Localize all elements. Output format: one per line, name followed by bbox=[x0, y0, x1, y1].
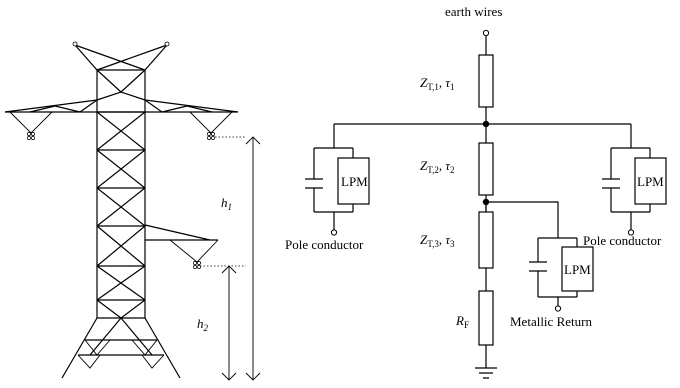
left-pole-conductor-label: Pole conductor bbox=[285, 237, 364, 252]
h2-arrow-bottom bbox=[221, 372, 237, 381]
left-lpm-box bbox=[337, 157, 370, 205]
middle-capacitor bbox=[529, 261, 547, 272]
tower-legs bbox=[96, 100, 146, 318]
insulator-lower bbox=[169, 239, 219, 263]
insulator-left bbox=[9, 111, 53, 134]
h1-arrow-bottom bbox=[245, 372, 261, 381]
tower-base-lattice bbox=[84, 339, 158, 356]
tower-peak bbox=[74, 44, 168, 71]
tower-top-side bbox=[96, 70, 146, 101]
zt3-label: ZT,3, τ3 bbox=[420, 232, 455, 249]
tower-base-legs bbox=[61, 317, 181, 379]
right-pole-conductor-label: Pole conductor bbox=[583, 233, 662, 248]
tower-x-6 bbox=[96, 299, 146, 319]
impedance-zt1 bbox=[478, 54, 494, 108]
left-branch-bottom bbox=[314, 211, 353, 230]
middle-branch-bottom bbox=[538, 296, 577, 306]
left-capacitor bbox=[305, 178, 323, 189]
equivalent-circuit: earth wires ZT,1, τ1 LPM Pole conductor … bbox=[285, 4, 667, 379]
tower-base-lattice-2 bbox=[77, 354, 165, 369]
lower-crossarm bbox=[144, 224, 218, 241]
right-branch-bottom bbox=[611, 211, 650, 230]
tower-top-v bbox=[96, 69, 146, 93]
crossarm-lattice bbox=[29, 99, 213, 113]
ground-icon bbox=[475, 367, 497, 379]
impedance-zt2 bbox=[478, 142, 494, 196]
earth-wire-clamp-left bbox=[72, 41, 78, 47]
rf-label: RF bbox=[455, 313, 469, 330]
right-lpm-box bbox=[634, 157, 667, 205]
h1-arrow-top bbox=[245, 136, 261, 145]
left-lpm-label: LPM bbox=[341, 174, 368, 189]
right-capacitor bbox=[602, 178, 620, 189]
crossarm-top-chord bbox=[4, 99, 239, 113]
tower-x-1 bbox=[96, 111, 146, 151]
tower-x-4 bbox=[96, 225, 146, 267]
tower-base-inner bbox=[89, 317, 153, 356]
conductor-bundle-left bbox=[27, 132, 35, 140]
impedance-zt3 bbox=[478, 211, 494, 269]
h1-label: h1 bbox=[221, 195, 232, 212]
left-pole-terminal bbox=[330, 229, 338, 236]
tower-peak-cross bbox=[74, 44, 168, 71]
h2-label: h2 bbox=[197, 316, 209, 333]
resistor-rf bbox=[478, 290, 494, 346]
right-lpm-label: LPM bbox=[637, 174, 664, 189]
tower-x-3 bbox=[96, 187, 146, 227]
tower-x-2 bbox=[96, 149, 146, 189]
transmission-tower: h1 h2 bbox=[4, 41, 261, 381]
earth-wires-label: earth wires bbox=[445, 4, 502, 19]
insulator-right bbox=[189, 111, 233, 134]
middle-lpm-box bbox=[561, 246, 594, 292]
conductor-bundle-lower bbox=[193, 261, 201, 269]
metallic-return-terminal bbox=[554, 305, 562, 312]
middle-lpm-label: LPM bbox=[564, 262, 591, 277]
h2-arrow-top bbox=[221, 265, 237, 274]
tower-x-5 bbox=[96, 265, 146, 301]
zt1-label: ZT,1, τ1 bbox=[420, 75, 454, 92]
metallic-return-label: Metallic Return bbox=[510, 314, 592, 329]
metallic-branch-wire bbox=[486, 201, 559, 238]
earth-wire-clamp-right bbox=[164, 41, 170, 47]
conductor-bundle-right bbox=[207, 132, 215, 140]
zt2-label: ZT,2, τ2 bbox=[420, 158, 454, 175]
right-pole-terminal bbox=[627, 229, 635, 236]
tower-base-horizontals bbox=[78, 339, 164, 356]
earth-wire-terminal bbox=[482, 29, 490, 37]
